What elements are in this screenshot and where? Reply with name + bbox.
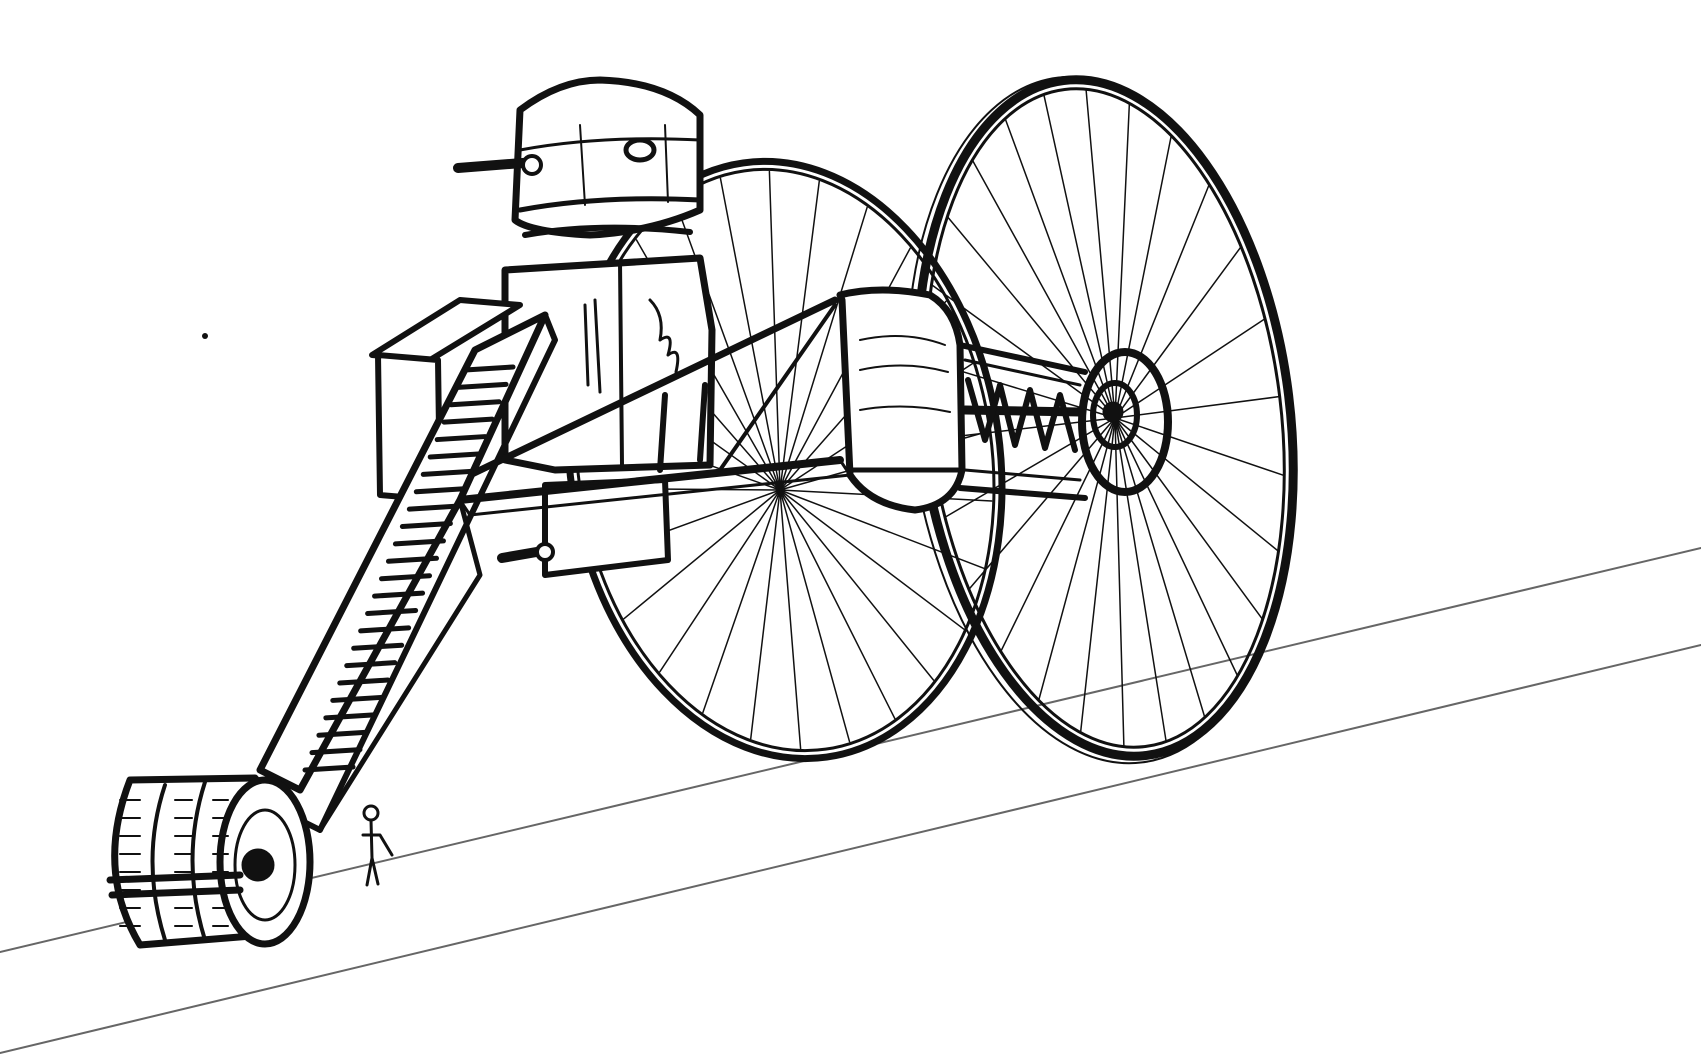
arm-tread: [385, 555, 439, 564]
rear-spoke: [779, 489, 965, 630]
road-line-lower: [0, 644, 1701, 1054]
front-spoke: [1114, 417, 1285, 477]
arm-tread: [392, 538, 446, 547]
arm-tread: [302, 764, 356, 773]
front-arm: [106, 311, 558, 949]
vehicle-body: [369, 76, 852, 578]
arm-tread: [434, 434, 488, 443]
arm-tread: [351, 642, 405, 651]
arm-tread: [365, 607, 419, 616]
front-wheel-hub: [1078, 348, 1172, 496]
rear-spoke: [702, 489, 781, 714]
rear-spoke: [779, 489, 851, 743]
arm-tread: [316, 729, 370, 738]
arm-tread-marks: [302, 364, 516, 773]
arm-tread: [448, 399, 502, 408]
rear-spoke: [674, 200, 781, 491]
arm-tread: [441, 416, 495, 425]
front-spoke: [1085, 89, 1116, 419]
arm-tread: [337, 677, 391, 686]
arm-tread: [358, 625, 412, 634]
arm-tread: [344, 660, 398, 669]
rear-spoke: [779, 206, 868, 491]
arm-tread: [427, 451, 481, 460]
front-spoke: [1114, 417, 1264, 620]
arm-tread: [406, 503, 460, 512]
arm-tread: [330, 694, 384, 703]
arm-tread: [455, 381, 509, 390]
front-spoke: [1114, 103, 1131, 419]
arm-tread: [379, 573, 433, 582]
rear-spoke: [779, 180, 820, 491]
roller-tread-dashes: [119, 799, 229, 927]
rear-spoke: [779, 489, 802, 750]
front-wheel-spokes: [925, 89, 1285, 747]
rear-spoke: [779, 489, 896, 720]
rear-spoke: [623, 489, 781, 620]
rear-spoke: [719, 177, 781, 491]
front-spoke: [1114, 417, 1206, 718]
front-spoke: [1038, 417, 1116, 701]
arm-tread: [309, 747, 363, 756]
arm-tread: [399, 521, 453, 530]
front-spoke: [1000, 417, 1116, 653]
axle-spring: [957, 342, 1088, 501]
front-spoke: [968, 417, 1116, 590]
front-spoke: [1079, 417, 1116, 733]
front-spoke: [1114, 395, 1281, 419]
front-roller: [106, 774, 314, 949]
front-spoke: [1114, 417, 1167, 742]
front-spoke: [1114, 417, 1125, 747]
front-spoke: [944, 417, 1116, 518]
rear-spoke: [779, 489, 935, 681]
front-spoke: [1114, 417, 1280, 552]
front-spoke: [1114, 318, 1266, 419]
front-spoke: [1114, 135, 1172, 419]
front-spoke: [1114, 246, 1242, 419]
wheel-arm-housing: [836, 286, 966, 514]
front-spoke: [1114, 417, 1239, 677]
stick-figure-person: [361, 804, 394, 887]
stray-dot: [202, 333, 208, 339]
arm-tread: [413, 486, 467, 495]
rear-spoke: [659, 489, 781, 673]
arm-tread: [323, 712, 377, 721]
rear-spoke: [750, 489, 781, 740]
arm-tread: [372, 590, 426, 599]
front-spoke: [1114, 183, 1210, 419]
arm-tread: [420, 468, 474, 477]
arm-tread: [462, 364, 516, 373]
